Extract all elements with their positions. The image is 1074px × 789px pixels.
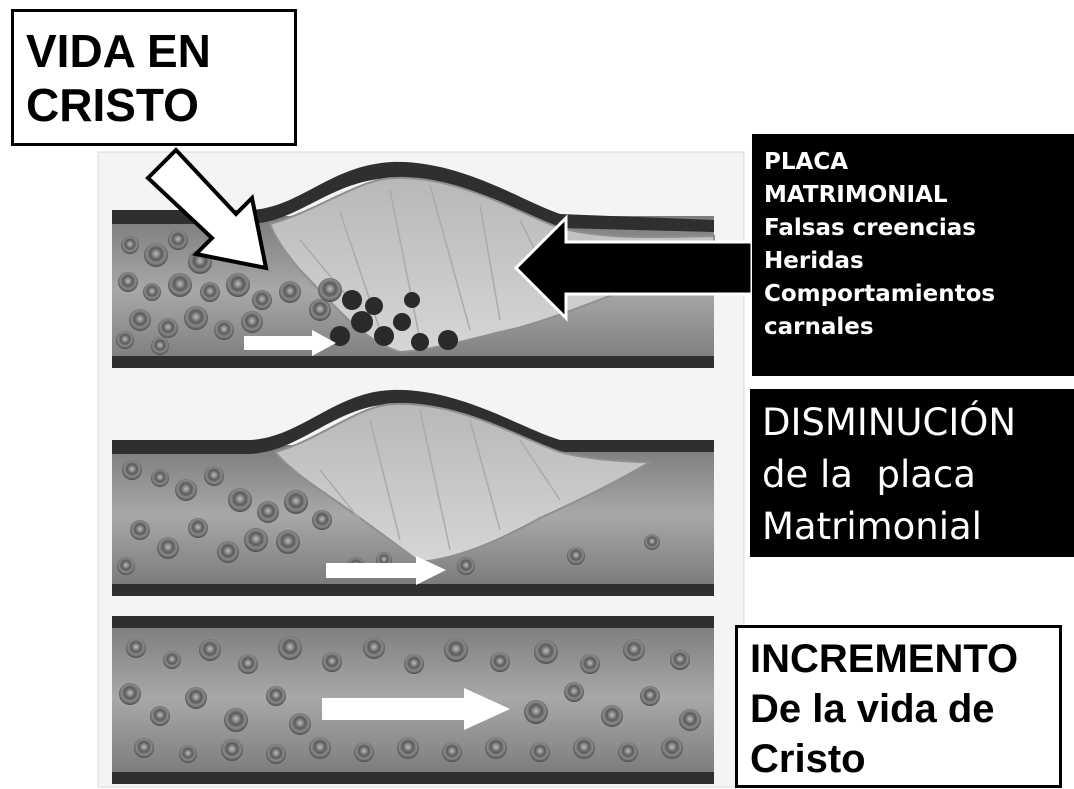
incremento-line-3: Cristo <box>750 737 866 781</box>
placa-matrimonial-label: PLACA MATRIMONIAL Falsas creencias Herid… <box>752 134 1074 376</box>
placa-line-2: MATRIMONIAL <box>764 182 948 208</box>
vida-en-cristo-label: VIDA EN CRISTO <box>11 9 297 146</box>
white-flow-arrow-2 <box>326 556 446 585</box>
black-arrow-pointer <box>513 214 754 322</box>
vida-en-cristo-line-2: CRISTO <box>26 79 199 131</box>
cells-vessel-reduced <box>117 460 660 575</box>
disminucion-line-3: Matrimonial <box>762 505 982 548</box>
white-flow-arrow-3 <box>322 688 510 730</box>
disminucion-line-2: de la placa <box>762 453 976 496</box>
placa-line-6: carnales <box>764 314 874 340</box>
white-arrow-pointer <box>145 147 269 271</box>
incremento-line-1: INCREMENTO <box>750 637 1019 681</box>
cells-vessel-narrowed <box>116 230 458 355</box>
incremento-label: INCREMENTO De la vida de Cristo <box>735 625 1062 788</box>
placa-line-1: PLACA <box>764 149 848 175</box>
white-flow-arrow-1 <box>244 330 336 356</box>
placa-line-3: Falsas creencias <box>764 215 976 241</box>
incremento-line-2: De la vida de <box>750 687 995 731</box>
placa-line-4: Heridas <box>764 248 864 274</box>
vida-en-cristo-line-1: VIDA EN <box>26 25 211 77</box>
placa-line-5: Comportamientos <box>764 281 996 307</box>
disminucion-label: DISMINUCIÓN de la placa Matrimonial <box>750 389 1074 557</box>
disminucion-line-1: DISMINUCIÓN <box>762 401 1017 444</box>
cells-vessel-clear <box>119 636 701 764</box>
